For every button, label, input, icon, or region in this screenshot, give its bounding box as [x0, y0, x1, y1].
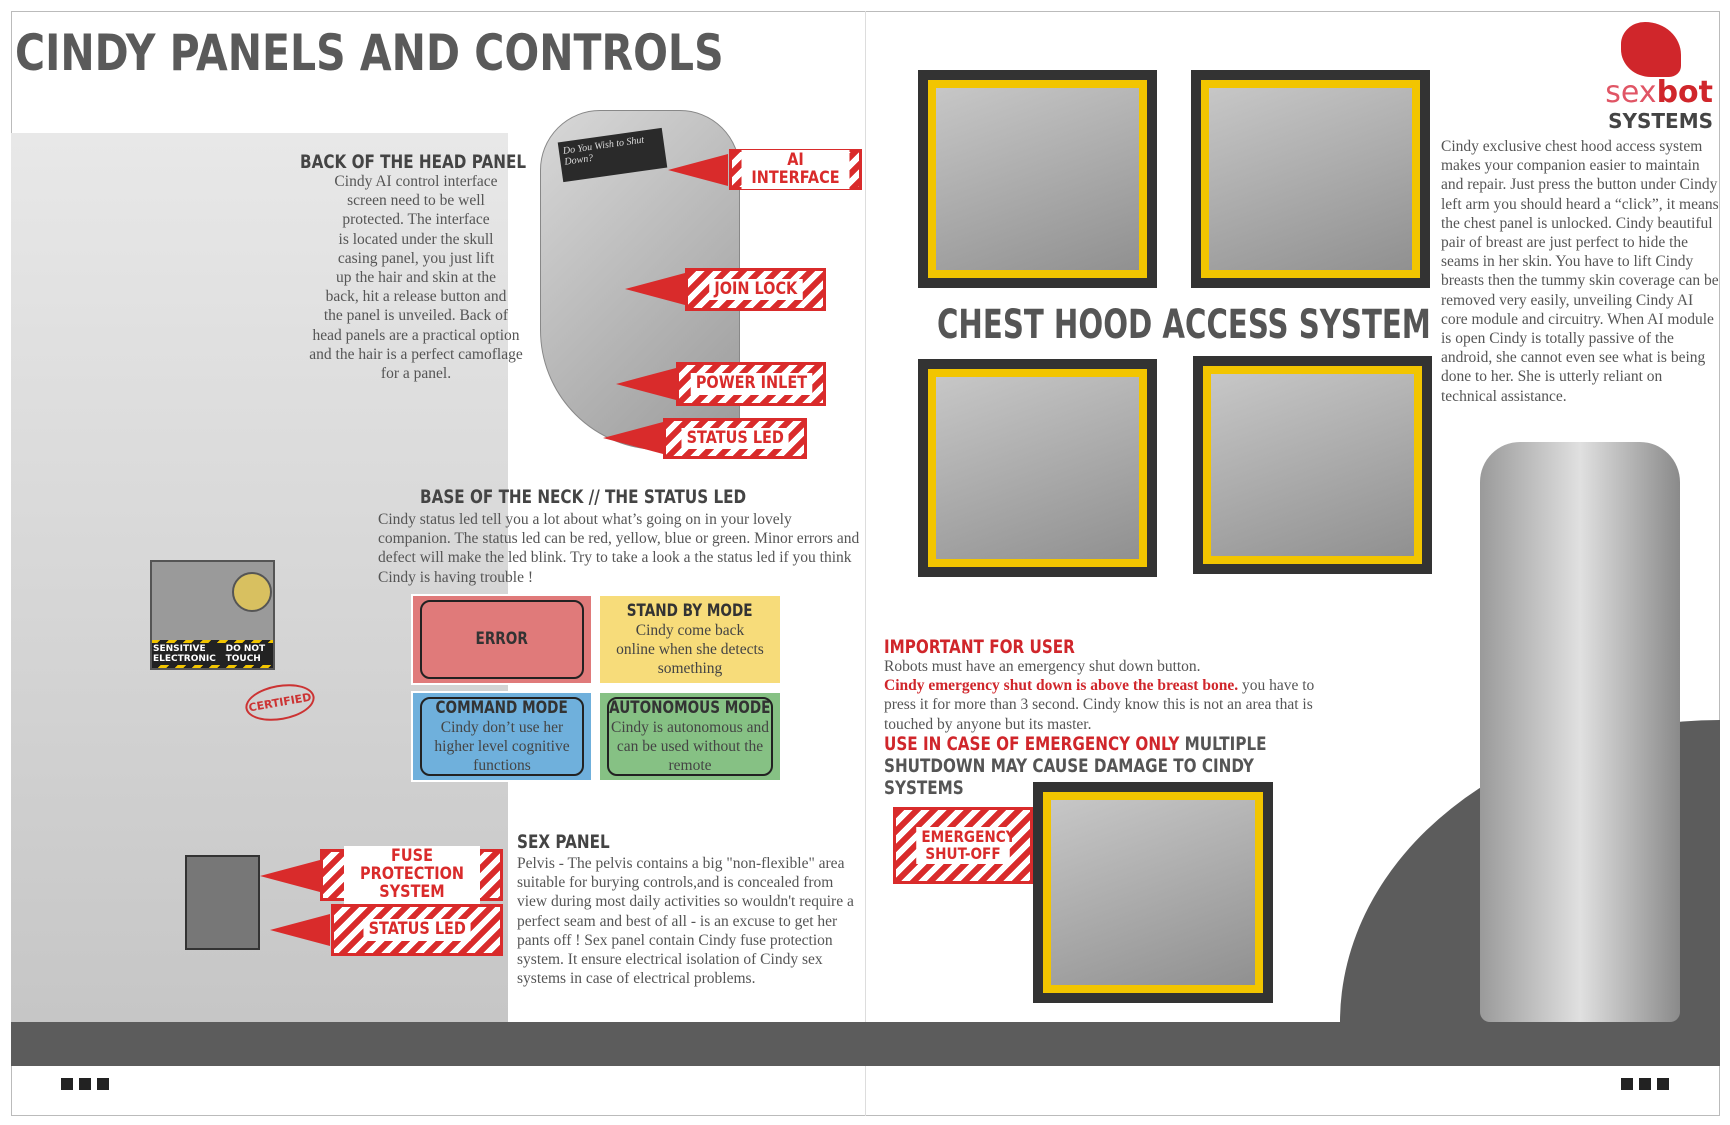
logo-systems: SYSTEMS: [1608, 109, 1713, 133]
warning-red: USE IN CASE OF EMERGENCY ONLY: [884, 733, 1180, 755]
arrow-icon: [668, 154, 728, 186]
text-line: is located under the skull: [338, 230, 494, 248]
sex-panel-module: [185, 855, 260, 950]
logo-silhouette-icon: [1621, 22, 1681, 77]
text-line: screen need to be well: [347, 192, 485, 210]
neck-heading: BASE OF THE NECK // THE STATUS LED: [420, 486, 747, 508]
chest-photo-2: [1191, 70, 1430, 288]
mode-error: ERROR: [411, 594, 593, 685]
android-legs-image: [1480, 442, 1680, 1022]
mode-desc: Cindy come back online when she detects …: [616, 621, 764, 677]
text-line: protected. The interface: [342, 211, 490, 229]
emergency-button-photo: [1033, 782, 1273, 1003]
label-text: POWER INLET: [690, 373, 812, 395]
chest-photo-4: [1193, 356, 1432, 574]
sensitive-text: SENSITIVE ELECTRONIC: [152, 643, 225, 665]
stamp-text: CERTIFIED: [247, 690, 313, 715]
do-not-touch-text: DO NOT TOUCH: [224, 643, 273, 665]
text-line: Cindy AI control interface: [334, 173, 498, 190]
chest-photo-3: [918, 359, 1157, 577]
mode-title: STAND BY MODE: [627, 600, 753, 621]
arrow-icon: [625, 273, 685, 305]
sex-panel-text: Pelvis - The pelvis contains a big "non-…: [517, 855, 854, 988]
arrow-icon: [616, 368, 676, 400]
arrow-icon: [260, 860, 320, 892]
text-line: back, hit a release button and: [325, 288, 507, 306]
mode-desc: Cindy don’t use her higher level cogniti…: [434, 719, 570, 774]
text-line: head panels are a practical option: [312, 326, 520, 344]
label-text: FUSE PROTECTION SYSTEM: [343, 846, 480, 904]
text-line: the panel is unveiled. Back of: [323, 307, 509, 325]
logo-bot: bot: [1656, 75, 1713, 110]
text-line: and the hair is a perfect camoflage: [309, 345, 523, 363]
logo-wordmark: sexbot: [1591, 77, 1713, 109]
pelvis-status-led-label: STATUS LED: [331, 904, 503, 956]
page-title: CINDY PANELS AND CONTROLS: [15, 24, 724, 82]
mode-title: COMMAND MODE: [435, 698, 569, 718]
page-marker-left: [61, 1077, 115, 1095]
power-inlet-label: POWER INLET: [676, 362, 826, 406]
page-marker-right: [1621, 1077, 1675, 1095]
neck-text: Cindy status led tell you a lot about wh…: [378, 511, 860, 586]
mode-title: ERROR: [475, 629, 529, 650]
head-panel-text: Cindy AI control interface screen need t…: [296, 172, 536, 383]
status-led-label: STATUS LED: [663, 418, 807, 459]
label-text: STATUS LED: [363, 919, 471, 941]
arrow-icon: [603, 422, 663, 454]
sexbot-logo: sexbot SYSTEMS: [1591, 22, 1713, 138]
important-line: Robots must have an emergency shut down …: [884, 658, 1201, 675]
label-text: AI INTERFACE: [741, 149, 850, 190]
text-line: up the hair and skin at the: [335, 269, 497, 287]
footer-band: [11, 1022, 1720, 1066]
text-line: for a panel.: [380, 365, 452, 383]
certified-seal: [232, 572, 272, 612]
screen-text: Do You Wish to Shut Down?: [562, 134, 645, 168]
chest-hood-text: Cindy exclusive chest hood access system…: [1441, 138, 1719, 405]
sex-panel-heading: SEX PANEL: [517, 831, 610, 853]
important-text: Robots must have an emergency shut down …: [884, 657, 1324, 734]
label-text: JOIN LOCK: [708, 278, 803, 301]
warning-gray: MULTIPLE SHUTDOWN MAY CAUSE DAMAGE TO CI…: [884, 733, 1267, 799]
head-panel-heading: BACK OF THE HEAD PANEL: [300, 151, 527, 173]
fuse-protection-label: FUSE PROTECTION SYSTEM: [320, 846, 503, 904]
important-rest: you have to press it for more than 3 sec…: [884, 677, 1315, 733]
emergency-warning: USE IN CASE OF EMERGENCY ONLY MULTIPLE S…: [884, 733, 1316, 799]
important-heading: IMPORTANT FOR USER: [884, 636, 1075, 658]
ai-interface-label: AI INTERFACE: [729, 149, 862, 190]
page-divider: [865, 11, 866, 1116]
logo-sex: sex: [1605, 75, 1657, 110]
mode-title: AUTONOMOUS MODE: [609, 698, 771, 718]
text-line: casing panel, you just lift: [337, 249, 495, 267]
mode-desc: Cindy is autonomous and can be used with…: [610, 719, 769, 774]
join-lock-label: JOIN LOCK: [685, 268, 826, 311]
chest-photo-1: [918, 70, 1157, 288]
emergency-shutoff-label: EMERGENCY SHUT-OFF: [893, 807, 1033, 884]
label-text: EMERGENCY SHUT-OFF: [916, 826, 1016, 865]
chest-hood-heading: CHEST HOOD ACCESS SYSTEM: [937, 302, 1431, 348]
arrow-icon: [270, 914, 330, 946]
important-highlight: Cindy emergency shut down is above the b…: [884, 677, 1239, 695]
label-text: STATUS LED: [681, 427, 789, 450]
